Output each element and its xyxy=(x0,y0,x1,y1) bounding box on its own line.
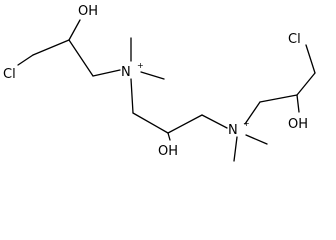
bond-c5-oh xyxy=(167,132,171,141)
bond-c9-cl xyxy=(305,44,316,74)
bond-c4-c5 xyxy=(132,112,169,134)
oh-middle-label: OH xyxy=(158,144,178,159)
bonds xyxy=(17,19,316,162)
bond-n-left-methyl-right xyxy=(140,71,165,80)
bond-n-right-c7 xyxy=(244,101,261,125)
n-right-charge: + xyxy=(243,119,250,128)
n-right-label: N xyxy=(228,123,238,138)
bond-c7-c8 xyxy=(259,94,298,103)
atom-labels: OH Cl N + OH N + Cl OH xyxy=(3,4,308,159)
bond-c2-oh xyxy=(68,19,81,41)
cl-left-label: Cl xyxy=(3,67,16,82)
bond-c5-c6 xyxy=(167,114,203,134)
bond-c6-n-right xyxy=(201,114,228,129)
n-left-charge: + xyxy=(137,61,144,70)
bond-cl-c1 xyxy=(17,54,34,66)
cl-right-label: Cl xyxy=(288,32,301,47)
bond-c1-c2 xyxy=(32,39,70,56)
bond-c3-n-left xyxy=(92,69,121,77)
oh-right-label: OH xyxy=(288,117,308,132)
bond-n-right-methyl-right xyxy=(245,134,268,145)
chemical-structure: OH Cl N + OH N + Cl OH xyxy=(3,4,316,162)
bond-n-left-c4 xyxy=(130,78,134,114)
n-left-label: N xyxy=(121,65,131,80)
bond-n-right-methyl-down xyxy=(233,136,238,162)
oh-top-label: OH xyxy=(78,4,98,19)
bond-c2-c3 xyxy=(68,39,94,77)
bond-c8-c9 xyxy=(296,72,316,96)
bond-c8-oh xyxy=(296,94,300,113)
